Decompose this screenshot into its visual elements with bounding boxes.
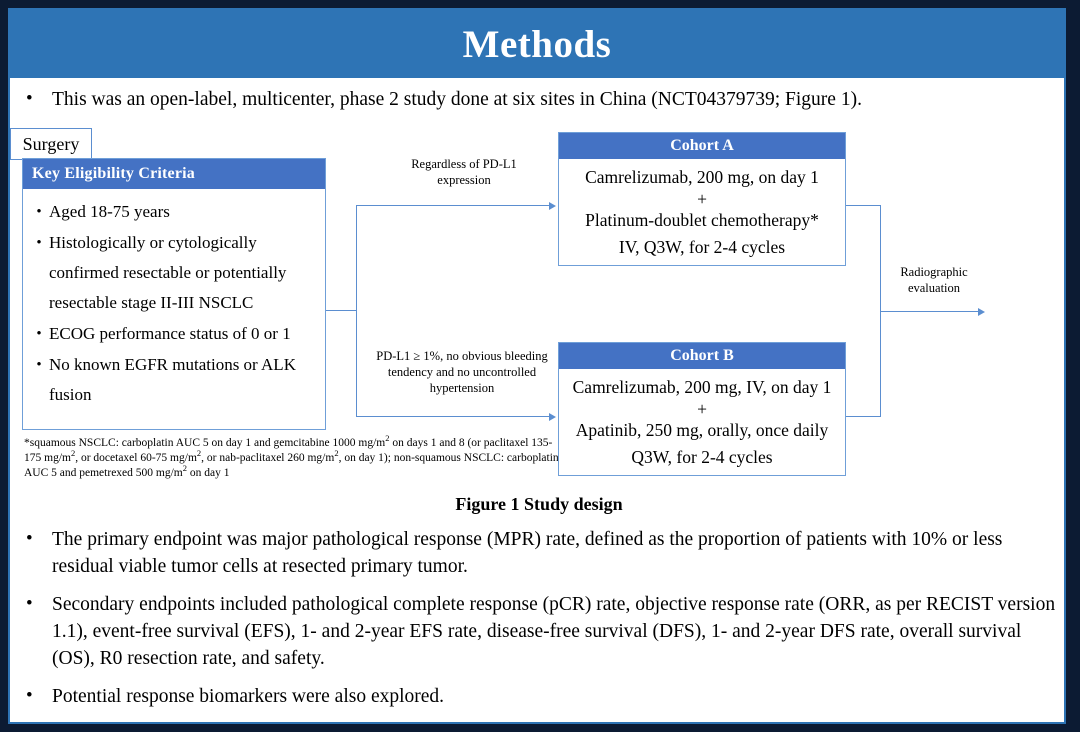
cohort-b-header: Cohort B [559,343,845,369]
footnote-part-3: , or docetaxel 60-75 mg/m [75,452,197,464]
footnote-part-2: on days 1 and 8 (or paclitaxel 135-175 m… [24,437,553,464]
figure-caption: Figure 1 Study design [455,494,623,514]
connector-trunk-vertical [356,205,357,417]
arrow-head-cohort-b-icon [549,413,556,421]
bullet-marker-icon: • [36,235,42,251]
lead-bullet-text: This was an open-label, multicenter, pha… [52,89,862,110]
list-item: • No known EGFR mutations or ALK fusion [29,350,317,410]
cohort-a-line-4: IV, Q3W, for 2-4 cycles [618,237,786,257]
connector-to-cohort-b [356,416,550,417]
connector-label-cohort-b: PD-L1 ≥ 1%, no obvious bleeding tendency… [376,349,548,395]
connector-from-cohort-b [846,416,880,417]
eligibility-body: • Aged 18-75 years • Histologically or c… [23,189,325,415]
list-item: • Secondary endpoints included pathologi… [20,591,1056,672]
eligibility-item-ecog: ECOG performance status of 0 or 1 [49,324,291,343]
chemotherapy-footnote: *squamous NSCLC: carboplatin AUC 5 on da… [24,433,560,481]
list-item: • This was an open-label, multicenter, p… [20,86,1050,113]
page-title: Methods [462,22,612,66]
eligibility-item-mutations: No known EGFR mutations or ALK fusion [49,355,296,404]
cohort-b-box: Cohort B Camrelizumab, 200 mg, IV, on da… [558,342,846,476]
lead-bullet-list: • This was an open-label, multicenter, p… [20,86,1050,113]
footnote-part-5: , on day 1); non-squamous NSCLC: carbopl… [24,452,559,479]
endpoints-bullet-list: • The primary endpoint was major patholo… [20,526,1056,721]
footnote-sup-1: 2 [385,433,390,444]
list-item: • The primary endpoint was major patholo… [20,526,1056,580]
connector-label-cohort-a: Regardless of PD-L1 expression [411,157,517,187]
secondary-endpoints-text: Secondary endpoints included pathologica… [52,594,1056,669]
cohort-b-line-4: Q3W, for 2-4 cycles [631,447,773,467]
bullet-marker-icon: • [36,204,42,220]
list-item: • ECOG performance status of 0 or 1 [29,319,317,349]
cohort-a-plus-symbol: + [697,189,707,209]
footnote-sup-3: 2 [196,448,202,459]
list-item: • Potential response biomarkers were als… [20,683,1056,710]
footnote-sup-5: 2 [182,463,187,474]
arrow-head-surgery-icon [978,308,985,316]
arrow-head-cohort-a-icon [549,202,556,210]
eligibility-item-histology: Histologically or cytologically confirme… [49,233,287,312]
connector-to-cohort-a [356,205,550,206]
primary-endpoint-text: The primary endpoint was major pathologi… [52,529,1003,577]
footnote-part-6: on day 1 [186,467,230,479]
cohort-a-line-1: Camrelizumab, 200 mg, on day 1 [585,167,819,187]
cohort-a-header: Cohort A [559,133,845,159]
footnote-sup-4: 2 [334,448,339,459]
eligibility-item-age: Aged 18-75 years [49,202,170,221]
cohort-b-line-3: Apatinib, 250 mg, orally, once daily [575,420,829,440]
bullet-marker-icon: • [26,528,33,549]
bullet-marker-icon: • [36,326,42,342]
connector-label-radiographic: Radiographic evaluation [900,265,968,295]
connector-trunk-horizontal [326,310,356,311]
bullet-marker-icon: • [26,88,33,109]
eligibility-header: Key Eligibility Criteria [23,159,325,189]
surgery-box: Surgery [10,128,92,160]
cohort-b-body: Camrelizumab, 200 mg, IV, on day 1 + Apa… [559,369,845,471]
footnote-part-1: *squamous NSCLC: carboplatin AUC 5 on da… [24,437,386,449]
cohort-b-line-1: Camrelizumab, 200 mg, IV, on day 1 [572,377,832,397]
study-design-figure: Key Eligibility Criteria • Aged 18-75 ye… [10,128,1068,498]
cohort-a-line-3: Platinum-doublet chemotherapy* [585,210,819,230]
cohort-a-body: Camrelizumab, 200 mg, on day 1 + Platinu… [559,159,845,261]
slide-content-area: Methods • This was an open-label, multic… [8,8,1066,724]
bullet-marker-icon: • [36,357,42,373]
bullet-marker-icon: • [26,685,33,706]
footnote-part-4: , or nab-paclitaxel 260 mg/m [201,452,335,464]
list-item: • Aged 18-75 years [29,197,317,227]
eligibility-criteria-box: Key Eligibility Criteria • Aged 18-75 ye… [22,158,326,430]
bullet-marker-icon: • [26,593,33,614]
connector-to-surgery [880,311,979,312]
footnote-sup-2: 2 [70,448,76,459]
slide-title-bar: Methods [10,10,1064,78]
biomarkers-text: Potential response biomarkers were also … [52,686,445,707]
cohort-b-plus-symbol: + [697,399,707,419]
cohort-a-box: Cohort A Camrelizumab, 200 mg, on day 1 … [558,132,846,266]
connector-from-cohort-a [846,205,880,206]
list-item: • Histologically or cytologically confir… [29,228,317,318]
